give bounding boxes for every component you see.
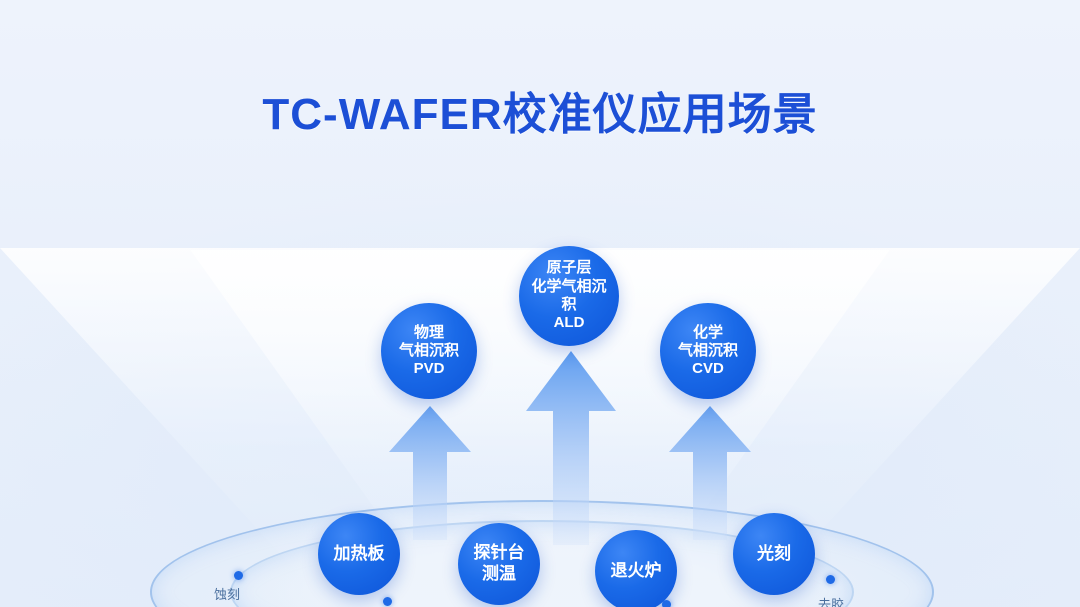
bubble-litho-label: 光刻: [757, 543, 791, 563]
bubble-probe[interactable]: 探针台 测温: [458, 523, 540, 605]
bubble-pvd[interactable]: 物理 气相沉积 PVD: [381, 303, 477, 399]
bubble-ald-label: 原子层 化学气相沉积 ALD: [531, 259, 607, 332]
bubble-cvd-label: 化学 气相沉积 CVD: [677, 323, 738, 378]
ring-dot-mid-left: [383, 597, 392, 606]
bubble-litho[interactable]: 光刻: [733, 513, 815, 595]
arrow-up-cvd: [655, 400, 765, 540]
bubble-cvd[interactable]: 化学 气相沉积 CVD: [660, 303, 756, 399]
arrow-up-ald: [512, 345, 630, 545]
bubble-anneal-label: 退火炉: [610, 560, 662, 580]
bubble-pvd-label: 物理 气相沉积 PVD: [398, 323, 459, 378]
ring-label-degas: 去胶: [818, 597, 845, 607]
bubble-anneal[interactable]: 退火炉: [595, 530, 677, 607]
orbit-ring-outer: [150, 500, 934, 607]
arrow-up-pvd: [375, 400, 485, 540]
ring-dot-degas: [826, 575, 835, 584]
ring-dot-mid-right: [662, 600, 671, 607]
page-title: TC-WAFER校准仪应用场景: [262, 90, 818, 139]
bubble-hotplate[interactable]: 加热板: [318, 513, 400, 595]
bubble-probe-label: 探针台 测温: [473, 543, 525, 583]
bubble-hotplate-label: 加热板: [333, 543, 385, 563]
ring-label-etch: 蚀刻: [214, 587, 241, 602]
ring-dot-etch: [234, 571, 243, 580]
bubble-ald[interactable]: 原子层 化学气相沉积 ALD: [519, 246, 619, 346]
